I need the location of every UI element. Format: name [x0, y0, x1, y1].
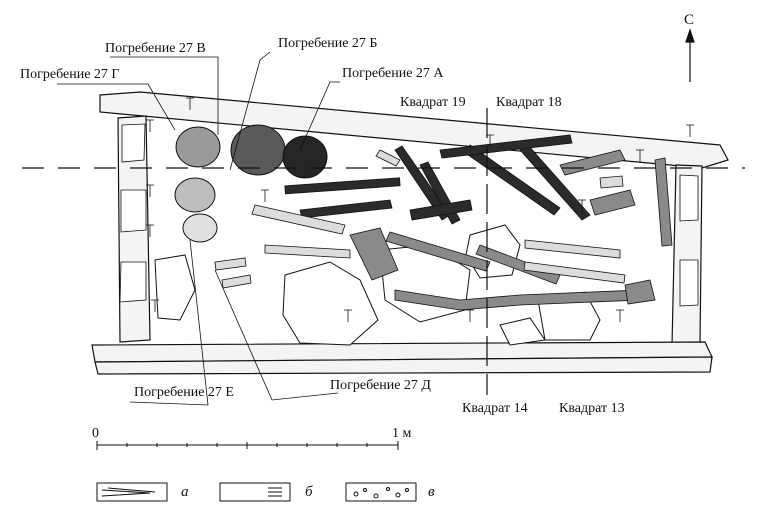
legend-key-b: б — [305, 484, 313, 500]
label-burial-27b: Погребение 27 Б — [278, 36, 378, 51]
legend-symbol-gravel — [345, 482, 417, 502]
legend-key-a: а — [181, 484, 189, 500]
label-square-18: Квадрат 18 — [496, 95, 562, 110]
scale-start-label: 0 — [92, 426, 99, 441]
north-label: С — [684, 12, 695, 28]
legend-symbol-stone — [219, 482, 291, 502]
label-burial-27a: Погребение 27 А — [342, 66, 444, 81]
scale-bar — [96, 441, 399, 450]
label-burial-27v: Погребение 27 В — [105, 41, 206, 56]
bones-burial-d — [349, 149, 673, 311]
label-square-13: Квадрат 13 — [559, 401, 625, 416]
north-arrow-icon — [685, 28, 695, 82]
bones-burial-e — [214, 149, 626, 289]
depth-marks — [146, 97, 694, 322]
legend-symbol-wood — [96, 482, 168, 502]
label-burial-27d: Погребение 27 Д — [330, 378, 431, 393]
scale-end-label: 1 м — [392, 426, 412, 441]
legend-key-v: в — [428, 484, 435, 500]
label-burial-27e: Погребение 27 Е — [134, 385, 234, 400]
label-square-19: Квадрат 19 — [400, 95, 466, 110]
label-burial-27g: Погребение 27 Г — [20, 67, 120, 82]
bones-burial-a — [284, 134, 591, 225]
label-leader-lines — [57, 51, 340, 406]
frame-stones — [119, 123, 699, 307]
label-square-14: Квадрат 14 — [462, 401, 528, 416]
square-grid-lines — [22, 108, 745, 395]
